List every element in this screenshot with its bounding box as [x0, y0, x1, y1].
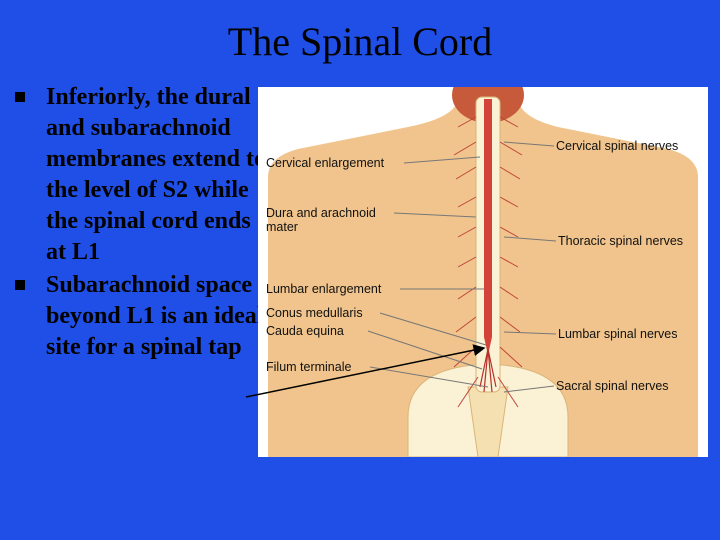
- label-dura-arachnoid-mater: mater: [266, 220, 298, 234]
- label-conus-medullaris: Conus medullaris: [266, 306, 363, 320]
- bullet-square-icon: [15, 280, 25, 290]
- bullet-item: Subarachnoid space beyond L1 is an ideal…: [8, 270, 268, 363]
- bullet-square-icon: [15, 92, 25, 102]
- spinal-cord: [484, 99, 492, 355]
- bullet-text: Inferiorly, the dural and subarachnoid m…: [46, 84, 266, 265]
- spinal-cord-illustration: Cervical enlargement Dura and arachnoid …: [258, 87, 708, 457]
- label-sacral-spinal-nerves: Sacral spinal nerves: [556, 379, 669, 393]
- label-cervical-enlargement: Cervical enlargement: [266, 156, 385, 170]
- slide-title: The Spinal Cord: [227, 19, 493, 64]
- label-lumbar-enlargement: Lumbar enlargement: [266, 282, 382, 296]
- label-dura-arachnoid: Dura and arachnoid: [266, 206, 376, 220]
- bullet-list: Inferiorly, the dural and subarachnoid m…: [8, 82, 268, 363]
- bullet-text: Subarachnoid space beyond L1 is an ideal…: [46, 272, 264, 360]
- label-thoracic-spinal-nerves: Thoracic spinal nerves: [558, 234, 683, 248]
- bullet-item: Inferiorly, the dural and subarachnoid m…: [8, 82, 268, 268]
- label-cervical-spinal-nerves: Cervical spinal nerves: [556, 139, 678, 153]
- label-lumbar-spinal-nerves: Lumbar spinal nerves: [558, 327, 678, 341]
- label-filum-terminale: Filum terminale: [266, 360, 351, 374]
- anatomy-drawing: Cervical enlargement Dura and arachnoid …: [258, 87, 708, 457]
- label-cauda-equina: Cauda equina: [266, 324, 344, 338]
